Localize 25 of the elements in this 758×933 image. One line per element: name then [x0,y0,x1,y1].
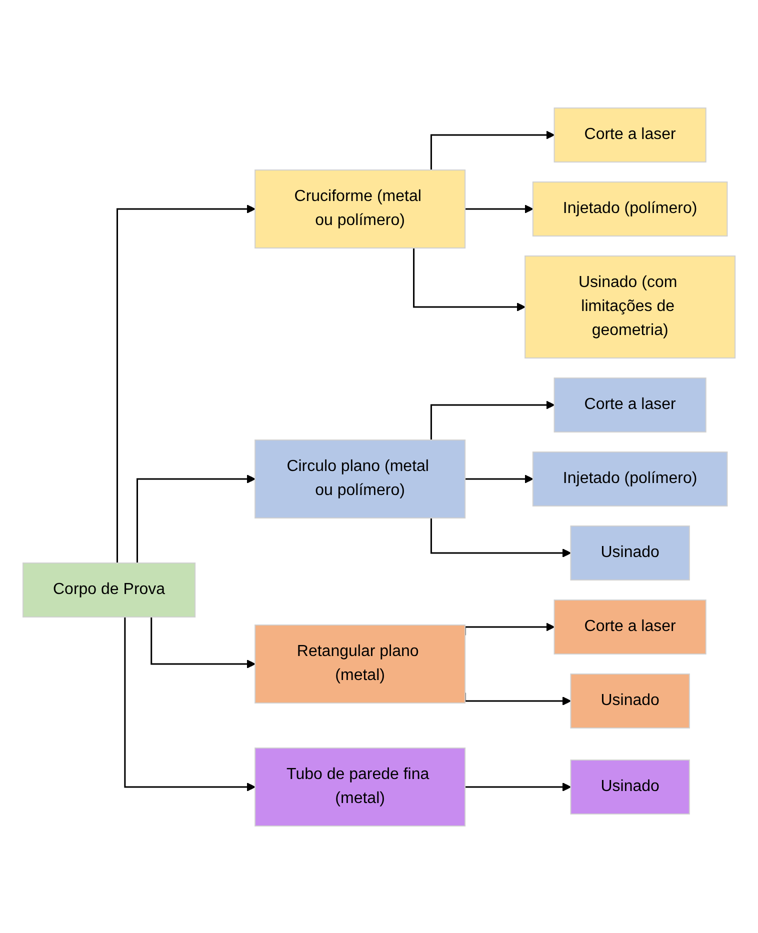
node-box: Corte a laser [554,599,706,654]
arrow [150,616,256,668]
arrow [464,782,572,791]
node-box: Usinado [570,673,690,728]
node-box: Injetado (polímero) [532,181,728,236]
node-box: Tubo de parede fina (metal) [254,747,466,826]
node-box: Cruciforme (metal ou polímero) [254,169,466,248]
node-box: Retangular plano (metal) [254,624,466,703]
node-box: Circulo plano (metal ou polímero) [254,439,466,518]
arrow [430,400,555,440]
node-box: Usinado [570,759,690,814]
arrow [116,204,256,562]
arrow [124,616,256,791]
node-box: Corte a laser [554,377,706,432]
node-box: Usinado [570,525,690,580]
arrow [413,248,526,311]
node-box: Injetado (polímero) [532,451,728,506]
node-box: Usinado (com limitações de geometria) [524,255,736,358]
arrow [430,130,555,170]
arrow [464,204,534,213]
arrow [464,474,534,483]
arrow [136,474,256,562]
arrow [430,518,572,557]
node-box: Corte a laser [554,107,706,162]
node-box: Corpo de Prova [22,562,196,617]
